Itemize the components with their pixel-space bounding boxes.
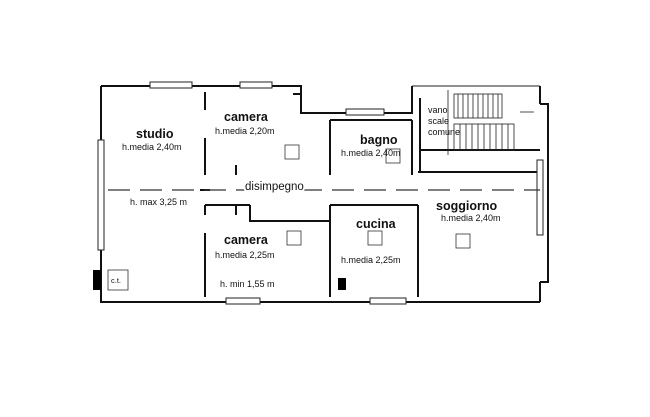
outer-walls	[100, 85, 541, 303]
room-height-camera-bottom: h.media 2,25m	[215, 250, 275, 260]
room-height-soggiorno: h.media 2,40m	[441, 213, 501, 223]
stair-label-line1: vano	[428, 105, 448, 115]
fixture-hatch-left	[93, 270, 101, 290]
windows	[97, 81, 544, 305]
room-name-studio: studio	[136, 127, 174, 141]
fixtures	[93, 144, 471, 291]
fixture-hatch-cucina	[338, 278, 346, 290]
window-camera-bottom	[225, 297, 261, 305]
interior-walls	[200, 92, 549, 297]
window-camera-top	[239, 81, 273, 89]
window-studio-top	[149, 81, 193, 89]
labels: studio h.media 2,40m camera h.media 2,20…	[111, 105, 501, 289]
room-name-cucina: cucina	[356, 217, 397, 231]
room-height-studio: h.media 2,40m	[122, 142, 182, 152]
room-height-bagno: h.media 2,40m	[341, 148, 401, 158]
fixture-bagno	[385, 148, 401, 164]
fixture-soggiorno	[455, 233, 471, 249]
fixture-cucina	[367, 230, 383, 246]
boiler-label: c.t.	[111, 276, 121, 285]
window-soggiorno-right	[536, 159, 544, 236]
room-name-camera-top: camera	[224, 110, 269, 124]
window-cucina-bottom	[369, 297, 407, 305]
staircase	[447, 90, 534, 155]
window-bagno-top	[345, 108, 385, 116]
room-name-bagno: bagno	[360, 133, 398, 147]
fixture-camera-top	[284, 144, 300, 160]
stair-label-line2: scale	[428, 116, 449, 126]
corridor-label: disimpegno	[245, 181, 304, 193]
fixture-ct-box	[107, 269, 129, 291]
room-height-camera-top: h.media 2,20m	[215, 126, 275, 136]
room-name-soggiorno: soggiorno	[436, 199, 497, 213]
height-min-label: h. min 1,55 m	[220, 279, 275, 289]
fixture-camera-bottom	[286, 230, 302, 246]
room-height-cucina: h.media 2,25m	[341, 255, 401, 265]
height-max-label: h. max 3,25 m	[130, 197, 187, 207]
window-studio-left	[97, 139, 105, 251]
stair-label-line3: comune	[428, 127, 460, 137]
room-name-camera-bottom: camera	[224, 233, 269, 247]
